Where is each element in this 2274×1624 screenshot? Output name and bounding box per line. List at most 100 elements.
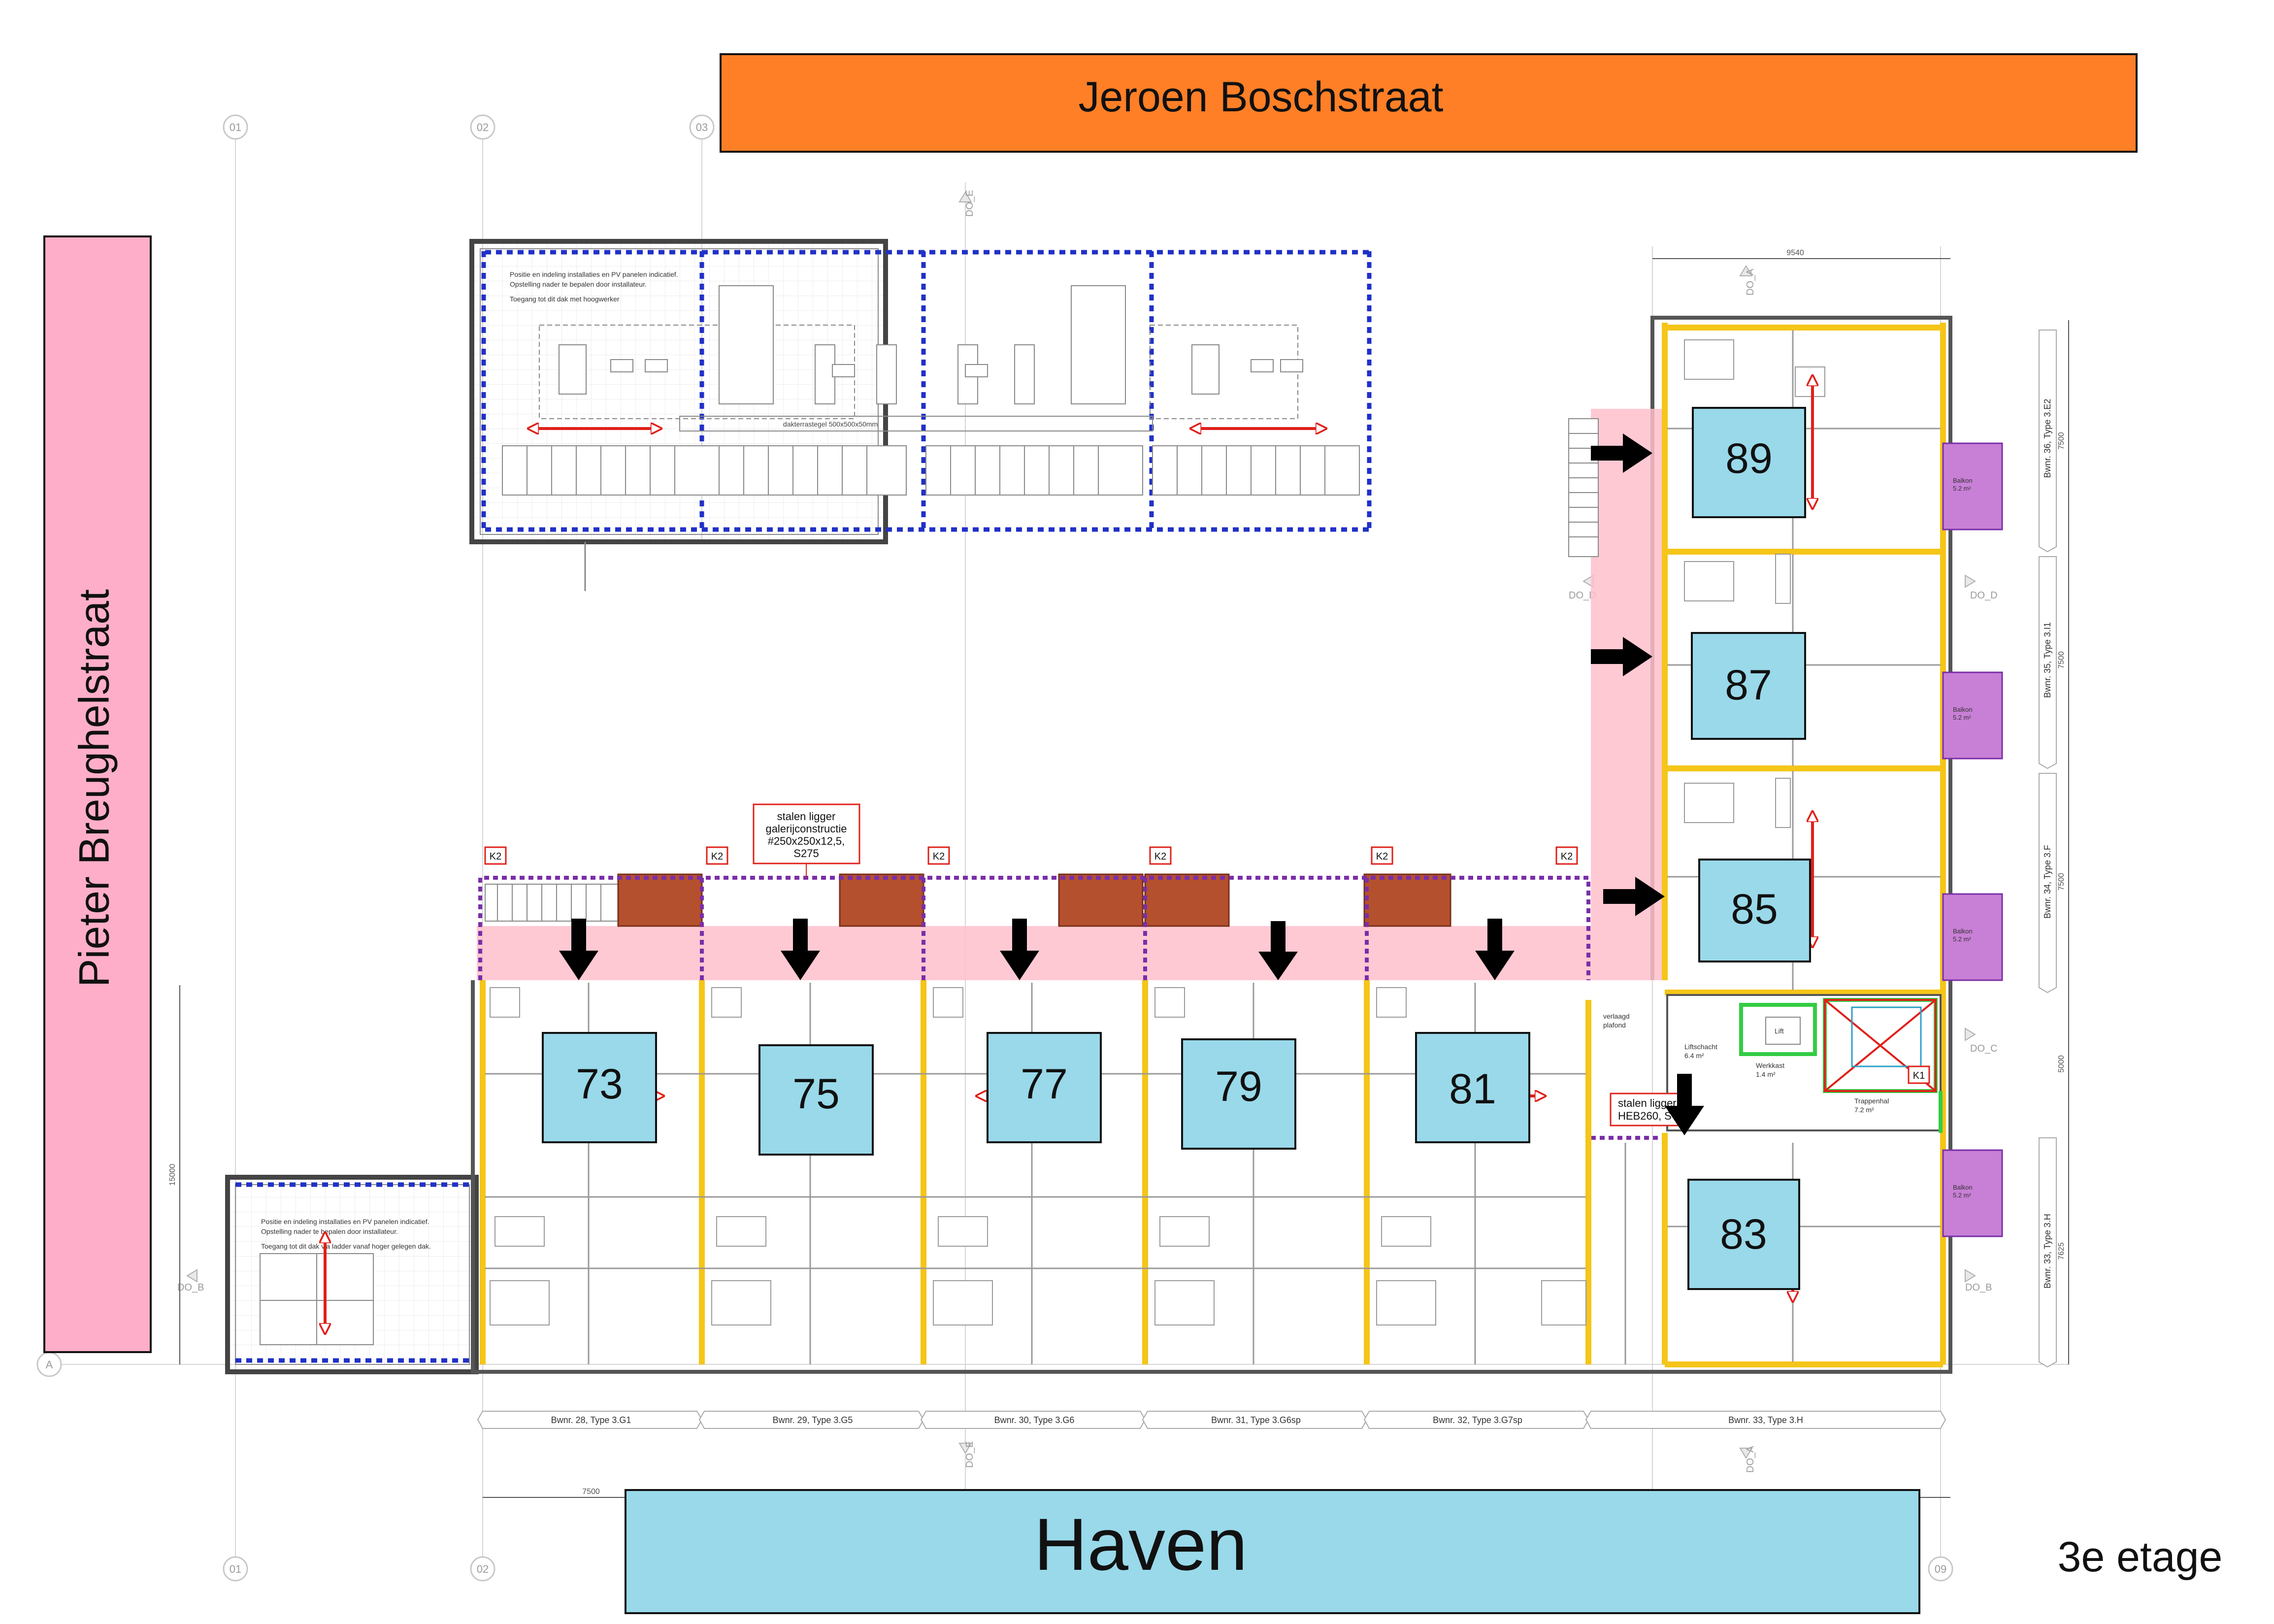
balcony <box>1942 1149 2003 1237</box>
arrow-down-icon <box>559 919 598 980</box>
section-label: DO_A <box>1745 268 1756 296</box>
shaft-label: Liftschacht <box>1684 1043 1717 1051</box>
column-tag: K2 <box>711 851 723 862</box>
arrow-down-icon <box>1475 919 1515 980</box>
balcony-area: 5.2 m² <box>1953 485 1972 492</box>
street-north: Jeroen Boschstraat <box>720 53 2138 153</box>
arrow-right-icon <box>1603 877 1665 916</box>
stair-label: Trappenhal <box>1854 1097 1889 1105</box>
beam-note-line: HEB260, S <box>1618 1110 1672 1122</box>
dimension-label: 7500 <box>2057 432 2066 450</box>
dimension-label: 7500 <box>2057 651 2066 669</box>
street-name-north: Jeroen Boschstraat <box>1079 73 1444 121</box>
werkkast-area: 1.4 m² <box>1756 1070 1776 1078</box>
section-label: DO_A <box>1745 1446 1756 1473</box>
dimension-label: 7500 <box>2057 873 2066 891</box>
unit-number-87: 87 <box>1725 662 1772 709</box>
unit-number-73: 73 <box>576 1061 623 1108</box>
east-type-strip <box>2039 330 2057 1368</box>
roof-note: Positie en indeling installaties en PV p… <box>510 270 678 278</box>
section-label: DO_E <box>964 190 975 217</box>
column-tag: K2 <box>1561 851 1573 862</box>
column-tags: K2 K2 K2 K2 K2 K2 K1 <box>484 846 1930 1084</box>
unit-type-label: Bwnr. 32, Type 3.G7sp <box>1433 1415 1522 1425</box>
unit-number-89: 89 <box>1725 435 1773 482</box>
column-tag: K2 <box>1376 851 1388 862</box>
core-labels: Lift Liftschacht 6.4 m² Werkkast 1.4 m² … <box>1603 1012 1889 1114</box>
unit-number-77: 77 <box>1021 1061 1068 1108</box>
beam-note-line: S275 <box>793 847 819 860</box>
unit-number-85: 85 <box>1731 886 1778 933</box>
street-west: Pieter Breughelstraat <box>43 235 152 1353</box>
beam-note-line: stalen ligger <box>777 810 836 823</box>
east-type-label: Bwnr. 34, Type 3.F <box>2043 845 2052 919</box>
section-marker-labels: DO_E DO_A DO_D DO_D DO_C DO_B DO_B DO_E … <box>177 190 1998 1473</box>
axis-label: 02 <box>477 121 489 133</box>
storage-units <box>617 873 1451 927</box>
balcony-labels: Balkon 5.2 m² Balkon 5.2 m² Balkon 5.2 m… <box>1953 477 1973 1199</box>
unit-number-75: 75 <box>792 1070 840 1118</box>
dimension-label: 7500 <box>582 1488 600 1496</box>
balcony <box>1942 442 2003 530</box>
dimension-labels: 9540 7500 7500 7500 7500 5000 7625 15000 <box>168 249 2066 1496</box>
unit-type-strip <box>477 1411 1946 1429</box>
unit-tags: 73 75 77 79 81 83 85 87 89 <box>542 407 1811 1290</box>
lift-label: Lift <box>1775 1027 1784 1035</box>
shaft-area: 6.4 m² <box>1684 1052 1704 1060</box>
beam-note-line: #250x250x12,5, <box>768 835 845 847</box>
axis-label: 01 <box>230 121 241 133</box>
arrow-right-icon <box>1591 637 1652 676</box>
verlaagd-label: verlaagd <box>1603 1012 1630 1020</box>
unit-type-label: Bwnr. 28, Type 3.G1 <box>551 1415 631 1425</box>
verlaagd-label: plafond <box>1603 1021 1626 1029</box>
column-tag: K2 <box>933 851 945 862</box>
roof-notes: Positie en indeling installaties en PV p… <box>510 270 678 303</box>
roof-small: Positie en indeling installaties en PV p… <box>225 1175 479 1374</box>
roof-installations <box>539 285 1303 419</box>
column-tag: K1 <box>1913 1070 1925 1081</box>
balcony-area: 5.2 m² <box>1953 935 1972 943</box>
roof-note: Opstelling nader te bepalen door install… <box>510 280 647 288</box>
floor-label: 3e etage <box>2058 1533 2223 1581</box>
balcony-label: Balkon <box>1953 477 1973 484</box>
werkkast-label: Werkkast <box>1756 1061 1784 1069</box>
section-label: DO_B <box>177 1282 204 1293</box>
roof-pv-lines <box>481 250 1372 532</box>
balcony-area: 5.2 m² <box>1953 1192 1972 1199</box>
balcony-area: 5.2 m² <box>1953 714 1972 721</box>
gallery-walkway-east <box>1591 409 1665 980</box>
unit-type-labels: Bwnr. 28, Type 3.G1 Bwnr. 29, Type 3.G5 … <box>551 1415 1803 1425</box>
roof-pv-lines <box>235 1182 473 1363</box>
balconies <box>1942 442 2003 1237</box>
section-label: DO_D <box>1569 590 1596 601</box>
furniture <box>490 339 1825 1326</box>
unit-number-83: 83 <box>1720 1211 1767 1258</box>
entrance-arrows <box>559 433 1704 1135</box>
beam-note-line: galerijconstructie <box>765 823 847 835</box>
column-tag: K2 <box>490 851 501 862</box>
street-name-south: Haven <box>1034 1503 1248 1586</box>
axis-label: 09 <box>1935 1563 1946 1575</box>
stair-area: 7.2 m² <box>1854 1106 1874 1114</box>
arrow-down-icon <box>1665 1074 1704 1135</box>
unit-type-label: Bwnr. 33, Type 3.H <box>1728 1415 1803 1425</box>
roof-tile-label: dakterrastegel 500x500x50mm <box>783 420 878 428</box>
stair-north <box>1568 418 1599 557</box>
arrow-down-icon <box>1000 919 1039 980</box>
dimension-label: 5000 <box>2057 1055 2066 1073</box>
axis-label: A <box>46 1359 53 1371</box>
stair-west <box>485 884 619 922</box>
dimension-label: 15000 <box>168 1164 177 1186</box>
section-label: DO_E <box>964 1441 975 1468</box>
section-label: DO_B <box>1965 1282 1992 1293</box>
unit-type-label: Bwnr. 31, Type 3.G6sp <box>1211 1415 1301 1425</box>
grid-axis-bubbles <box>36 114 1953 1582</box>
pv-panel-dividers <box>527 446 1325 495</box>
column-tag: K2 <box>1154 851 1166 862</box>
pv-panels <box>502 445 1360 496</box>
roof-note: Toegang tot dit dak met hoogwerker <box>510 295 620 303</box>
axis-label: 03 <box>696 121 708 133</box>
core <box>1666 994 1943 1133</box>
section-label: DO_D <box>1970 590 1998 601</box>
